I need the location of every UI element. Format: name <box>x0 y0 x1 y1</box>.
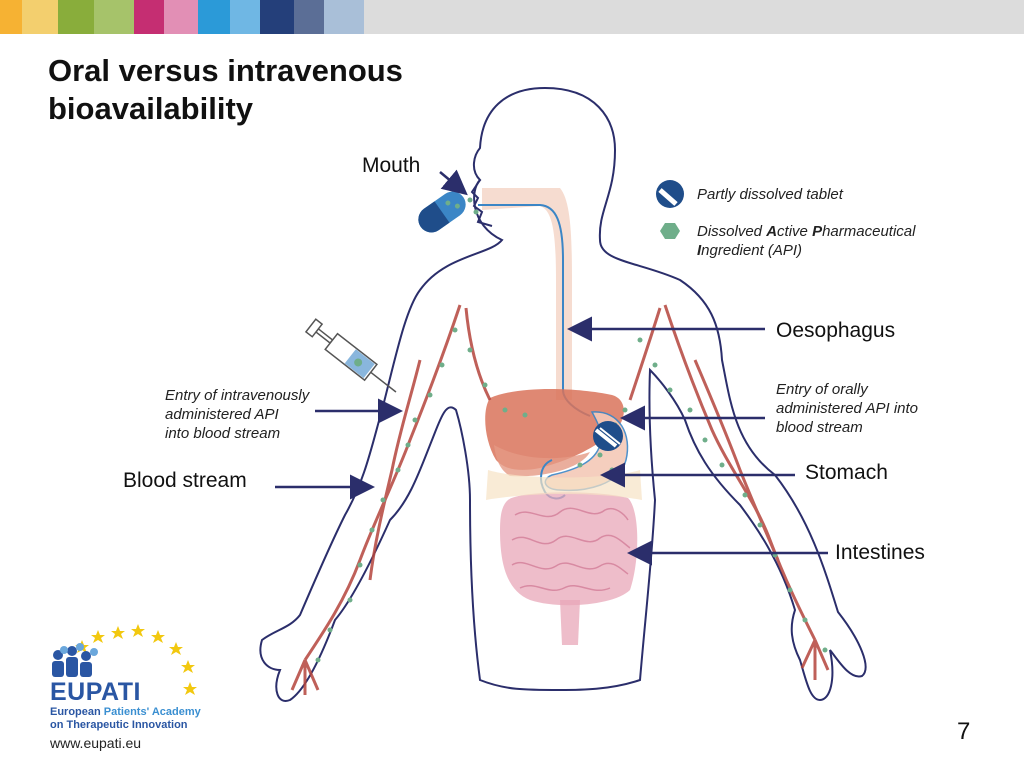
liver <box>485 389 624 470</box>
iv-entry-line-2: administered API <box>165 406 279 423</box>
hexagon-icon <box>660 223 680 239</box>
stripe-segment <box>364 0 1024 34</box>
stripe-segment <box>324 0 364 34</box>
stomach-tablet <box>593 421 623 451</box>
page-number: 7 <box>957 718 971 745</box>
legend-tablet-label: Partly dissolved tablet <box>697 186 843 203</box>
face-profile <box>470 179 493 227</box>
oral-pill <box>418 191 466 233</box>
oesophagus-label: Oesophagus <box>776 319 896 342</box>
eupati-logo-name: EUPATI <box>50 678 141 706</box>
api-text-3: harmaceutical <box>822 223 916 240</box>
body-outline <box>259 86 867 702</box>
api-text-1: Dissolved <box>697 223 767 240</box>
eupati-tagline-1: European Patients' Academy <box>50 706 201 718</box>
oral-entry-line-2: administered API into <box>776 400 919 417</box>
api-text-i: I <box>697 242 702 259</box>
syringe <box>304 318 397 393</box>
stripe-segment <box>22 0 58 34</box>
mouth-arrow <box>439 169 468 196</box>
stripe-segment <box>164 0 198 34</box>
oral-entry-line-1: Entry of orally <box>776 381 868 398</box>
liver-lower <box>494 445 590 477</box>
iv-entry-label: Entry of intravenously administered API … <box>165 386 309 443</box>
legend-api-label: Dissolved Active Pharmaceutical Ingredie… <box>697 222 915 260</box>
api-text-a: A <box>766 223 778 240</box>
stripe-segment <box>94 0 134 34</box>
intestines <box>500 492 638 606</box>
slide-title-line-1: Oral versus intravenous <box>48 53 403 88</box>
slide-title: Oral versus intravenous bioavailability <box>48 52 403 128</box>
header-color-stripe <box>0 0 1024 34</box>
intestines-label: Intestines <box>835 541 925 564</box>
eupati-logo-graphic <box>52 624 197 695</box>
stripe-segment <box>134 0 164 34</box>
api-text-4: ngredient (API) <box>701 242 803 259</box>
mouth-label: Mouth <box>362 154 421 177</box>
stripe-segment <box>58 0 94 34</box>
blood-vessels <box>290 304 830 695</box>
api-text-p: P <box>812 223 823 240</box>
stripe-segment <box>198 0 230 34</box>
callout-arrows <box>275 169 828 566</box>
pill-capsule-icon <box>656 180 684 208</box>
blood-stream-label: Blood stream <box>123 469 247 492</box>
stripe-segment <box>0 0 22 34</box>
stripe-segment <box>230 0 260 34</box>
iv-entry-line-3: into blood stream <box>165 425 281 442</box>
rectum <box>560 600 580 645</box>
oral-entry-label: Entry of orally administered API into bl… <box>776 380 918 437</box>
eupati-tagline-2: on Therapeutic Innovation <box>50 719 188 731</box>
intestine-folds <box>511 507 631 591</box>
tagline-european: European <box>50 706 104 718</box>
stripe-segment <box>260 0 294 34</box>
api-text-2: ctive <box>777 223 813 240</box>
stomach-label: Stomach <box>805 461 888 484</box>
slide-title-line-2: bioavailability <box>48 91 254 126</box>
stripe-segment <box>294 0 324 34</box>
eupati-url: www.eupati.eu <box>50 735 142 751</box>
oral-entry-line-3: blood stream <box>776 419 863 436</box>
tagline-academy: Patients' Academy <box>103 706 201 718</box>
iv-entry-line-1: Entry of intravenously <box>165 387 310 404</box>
